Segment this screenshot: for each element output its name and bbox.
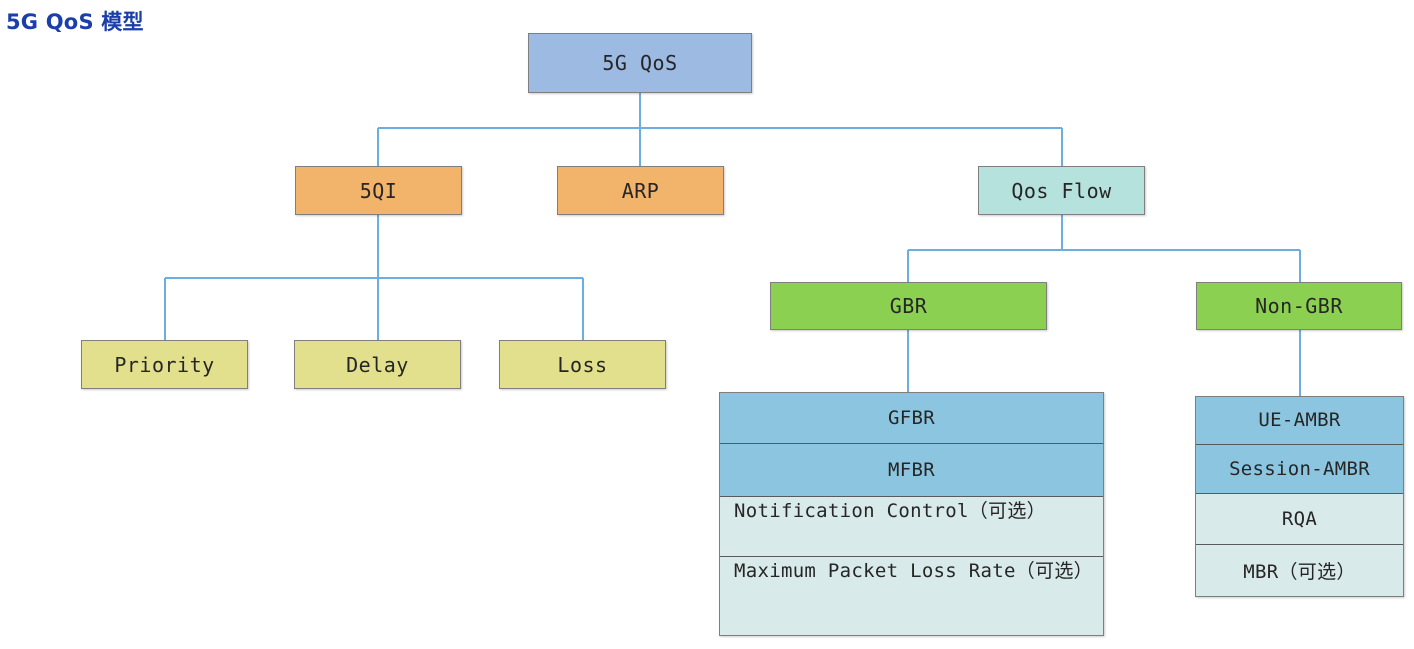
node-delay[interactable]: Delay bbox=[294, 340, 461, 389]
node-loss[interactable]: Loss bbox=[499, 340, 666, 389]
node-non-gbr[interactable]: Non-GBR bbox=[1196, 282, 1402, 330]
node-5g-qos-label: 5G QoS bbox=[602, 51, 678, 75]
gbr-row-gfbr-label: GFBR bbox=[888, 406, 935, 429]
non-gbr-row-mbr[interactable]: MBR（可选） bbox=[1196, 544, 1403, 596]
gbr-row-notification-control[interactable]: Notification Control（可选） bbox=[720, 497, 1103, 557]
node-delay-label: Delay bbox=[346, 352, 409, 377]
gbr-row-maximum-packet-loss-rate[interactable]: Maximum Packet Loss Rate（可选） bbox=[720, 556, 1103, 635]
node-loss-label: Loss bbox=[557, 352, 608, 377]
non-gbr-row-rqa[interactable]: RQA bbox=[1196, 494, 1403, 545]
non-gbr-row-mbr-label: MBR（可选） bbox=[1243, 560, 1356, 583]
node-arp-label: ARP bbox=[621, 178, 660, 203]
node-5qi-label: 5QI bbox=[359, 178, 398, 203]
node-qos-flow[interactable]: Qos Flow bbox=[978, 166, 1145, 215]
node-gbr-label: GBR bbox=[889, 294, 928, 318]
non-gbr-row-ue-ambr[interactable]: UE-AMBR bbox=[1196, 397, 1403, 445]
non-gbr-row-ue-ambr-label: UE-AMBR bbox=[1258, 409, 1341, 432]
gbr-row-gfbr[interactable]: GFBR bbox=[720, 393, 1103, 444]
gbr-row-mfbr-label: MFBR bbox=[888, 458, 935, 481]
node-arp[interactable]: ARP bbox=[557, 166, 724, 215]
non-gbr-row-session-ambr[interactable]: Session-AMBR bbox=[1196, 444, 1403, 495]
non-gbr-detail-table: UE-AMBR Session-AMBR RQA MBR（可选） bbox=[1195, 396, 1404, 597]
non-gbr-row-session-ambr-label: Session-AMBR bbox=[1229, 457, 1370, 480]
node-non-gbr-label: Non-GBR bbox=[1255, 294, 1343, 318]
node-priority-label: Priority bbox=[114, 352, 215, 377]
node-gbr[interactable]: GBR bbox=[770, 282, 1047, 330]
node-priority[interactable]: Priority bbox=[81, 340, 248, 389]
node-5qi[interactable]: 5QI bbox=[295, 166, 462, 215]
node-qos-flow-label: Qos Flow bbox=[1011, 178, 1112, 203]
non-gbr-row-rqa-label: RQA bbox=[1281, 507, 1318, 530]
gbr-row-mfbr[interactable]: MFBR bbox=[720, 443, 1103, 498]
node-5g-qos[interactable]: 5G QoS bbox=[528, 33, 752, 93]
gbr-detail-table: GFBR MFBR Notification Control（可选） Maxim… bbox=[719, 392, 1104, 636]
page-title: 5G QoS 模型 bbox=[6, 10, 144, 34]
